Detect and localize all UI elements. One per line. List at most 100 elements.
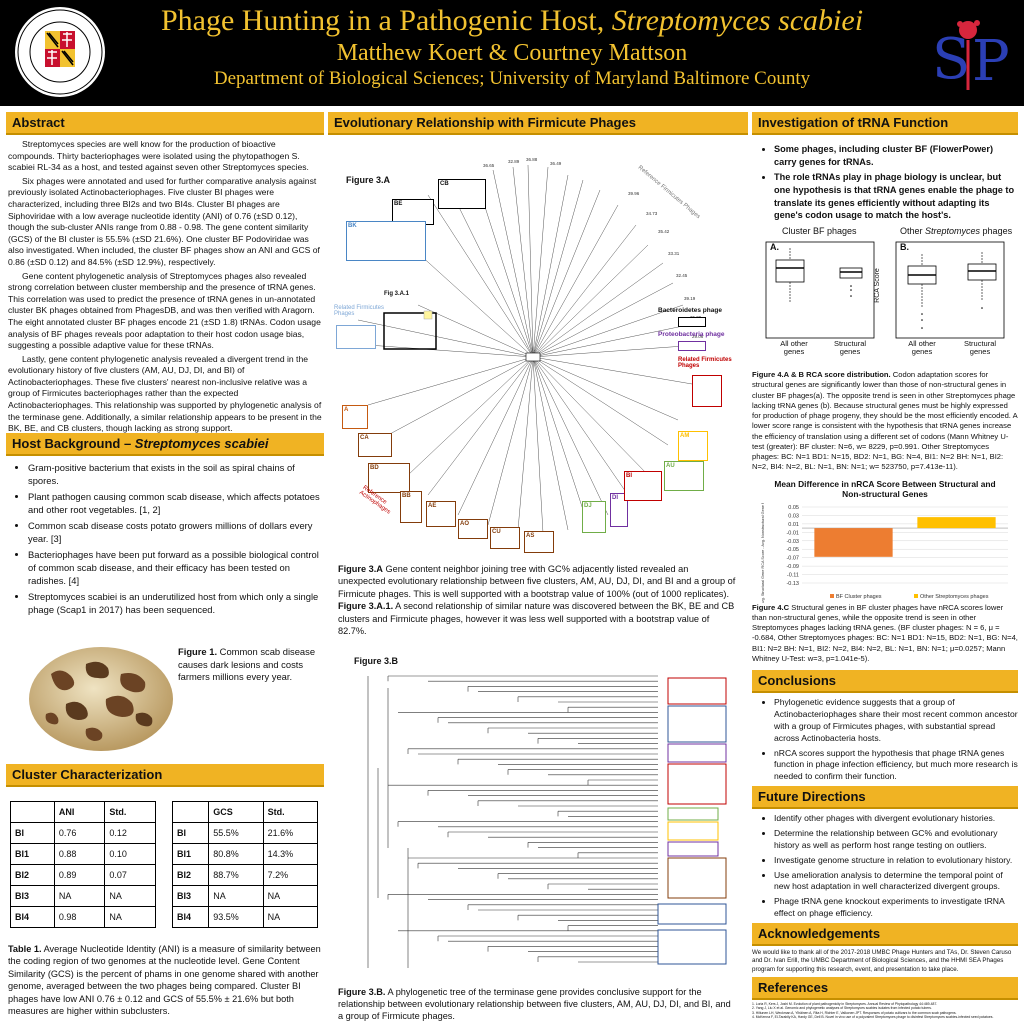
panel-b-title: Other Streptomyces phages: [900, 226, 1013, 237]
table-cell: BI2: [171, 864, 210, 886]
umbc-seal-logo: [15, 7, 105, 97]
column-header: [10, 801, 55, 823]
related-firmicutes-label: Related Firmicutes Phages: [334, 305, 385, 317]
y-tick-label: -0.01: [786, 530, 799, 536]
sip-logo: S P: [932, 20, 1008, 94]
table-1-caption: Table 1. Average Nucleotide Identity (AN…: [8, 944, 321, 1017]
svg-text:36.49: 36.49: [550, 161, 562, 166]
table-cell: 93.5%: [208, 906, 264, 928]
list-item: Gram-positive bacterium that exists in t…: [28, 462, 324, 488]
cluster-ae-box: AE: [426, 501, 456, 527]
conclusions-heading: Conclusions: [752, 670, 1018, 694]
cluster-ao-box: AO: [458, 519, 488, 539]
figure-4c-caption: Figure 4.C Structural genes in BF cluste…: [752, 602, 1018, 663]
legend-label: Other Streptomyces phages: [920, 594, 989, 600]
y-axis-label: Avg. Structural Gene RCA Score - Avg. No…: [761, 503, 765, 603]
figure-3a-caption: Figure 3.A Gene content neighbor joining…: [338, 564, 736, 637]
y-tick-label: -0.05: [786, 547, 799, 553]
figure-1-caption: Figure 1. Common scab disease causes dar…: [178, 646, 316, 683]
poster-affiliation: Department of Biological Sciences; Unive…: [213, 68, 811, 89]
table-header-row: ANI Std.: [10, 801, 156, 823]
abstract-text: Streptomyces species are well know for t…: [6, 135, 324, 433]
table-cell: NA: [208, 885, 264, 907]
figure-4ab: Cluster BF phages Other Streptomyces pha…: [752, 226, 1018, 366]
svg-text:39.19: 39.19: [684, 296, 696, 301]
svg-text:35.42: 35.42: [658, 229, 670, 234]
cluster-am-box: AM: [678, 431, 708, 461]
conclusions-bullet-list: Phylogenetic evidence suggests that a gr…: [752, 697, 1018, 783]
table-cell: BI: [10, 822, 55, 844]
panel-a-title: Cluster BF phages: [782, 226, 857, 237]
table-cell: 88.7%: [208, 864, 264, 886]
list-item: Investigate genome structure in relation…: [774, 855, 1018, 867]
svg-text:36.65: 36.65: [483, 163, 495, 168]
references-list: 1. Loria R, Kers J, Joshi M. Evolution o…: [752, 1002, 1018, 1019]
references-heading: References: [752, 977, 1018, 1001]
cluster-cb-box: CB: [438, 179, 486, 209]
abstract-paragraph: Lastly, gene content phylogenetic analys…: [8, 353, 322, 434]
chart-title: Mean Difference in nRCA Score Between St…: [774, 478, 996, 499]
figure-1: Figure 1. Common scab disease causes dar…: [6, 640, 324, 760]
svg-text:32.89: 32.89: [508, 159, 520, 164]
list-item: Common scab disease costs potato growers…: [28, 520, 324, 546]
host-bullet-list: Gram-positive bacterium that exists in t…: [6, 462, 324, 640]
bar-chart: 0.050.030.01-0.01-0.03-0.05-0.07-0.09-0.…: [761, 503, 1008, 603]
list-item: nRCA scores support the hypothesis that …: [774, 748, 1018, 784]
table-cell: 55.5%: [208, 822, 264, 844]
figure-3a: Figure 3.A: [328, 135, 748, 555]
svg-text:32.45: 32.45: [676, 273, 688, 278]
table-cell: BI2: [10, 864, 55, 886]
table-cell: NA: [104, 906, 156, 928]
column-header: Std.: [262, 801, 319, 823]
list-item: Some phages, including cluster BF (Flowe…: [774, 143, 1018, 168]
table-cell: NA: [262, 906, 319, 928]
table-cell: 0.88: [53, 843, 106, 865]
legend-swatch: [914, 593, 918, 598]
list-item: The role tRNAs play in phage biology is …: [774, 171, 1018, 222]
cluster-dj-box: DJ: [582, 501, 606, 533]
svg-text:39.96: 39.96: [628, 191, 640, 196]
future-bullet-list: Identify other phages with divergent evo…: [752, 813, 1018, 920]
cluster-be-box: BE: [392, 199, 434, 225]
column-header: ANI: [53, 801, 106, 823]
cluster-heading: Cluster Characterization: [6, 764, 324, 787]
bacteroidetes-label: Bacteroidetes phage: [658, 307, 722, 314]
panel-a-xcat2: Structural genes: [833, 339, 867, 357]
svg-text:36.88: 36.88: [526, 157, 538, 162]
figure-3b-label: Figure 3.B: [354, 655, 399, 666]
panel-b-xcat2: Structural genes: [963, 339, 997, 357]
cluster-bi-box: BI: [624, 471, 662, 501]
y-tick-label: -0.03: [786, 538, 799, 544]
reference-item: 1. Loria R, Kers J, Joshi M. Evolution o…: [752, 1002, 938, 1007]
list-item: Phage tRNA gene knockout experiments to …: [774, 896, 1018, 920]
table-cell: 21.6%: [262, 822, 319, 844]
middle-column: Evolutionary Relationship with Firmicute…: [328, 112, 748, 1023]
figure-3b: Figure 3.B: [328, 648, 748, 978]
rca-boxplots: [765, 241, 1005, 339]
abstract-paragraph: Six phages were annotated and used for f…: [8, 175, 320, 267]
list-item: Streptomyces scabiei is an underutilized…: [28, 591, 324, 617]
svg-text:33.31: 33.31: [668, 251, 680, 256]
column-header: [171, 801, 210, 823]
list-item: Use amelioration analysis to determine t…: [774, 870, 1018, 894]
table-cell: BI4: [171, 906, 210, 928]
related-firmicutes-right-label: Related Firmicutes Phages: [678, 357, 732, 369]
figure-3a1-label: Fig 3.A.1: [384, 291, 410, 297]
table-cell: NA: [104, 885, 156, 907]
abstract-heading: Abstract: [6, 112, 324, 135]
table-cell: 14.3%: [262, 843, 319, 865]
acknowledgements-text: We would like to thank all of the 2017-2…: [752, 949, 1012, 973]
list-item: Bacteriophages have been put forward as …: [28, 549, 324, 588]
figure-3b-caption: Figure 3.B. A phylogenetic tree of the t…: [338, 986, 731, 1022]
legend-swatch: [830, 593, 834, 598]
poster-title: Phage Hunting in a Pathogenic Host, Stre…: [160, 4, 864, 37]
